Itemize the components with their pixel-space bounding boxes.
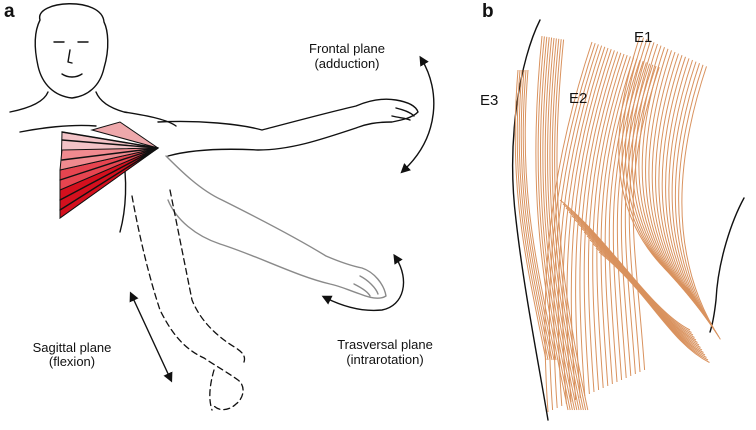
tape-e3-strip	[522, 69, 555, 361]
tape-e2-strip	[556, 39, 589, 411]
tape-e3-strip	[520, 69, 553, 361]
tape-e1-strip	[583, 52, 622, 395]
tape-e3-strip	[518, 69, 551, 361]
tape-e1-strip	[624, 64, 654, 375]
tape-e2	[535, 35, 589, 411]
tape-e1-strip	[587, 53, 625, 393]
tape-e1-strip	[668, 59, 715, 330]
trasversal-arrow	[321, 253, 405, 312]
tape-e2-strip	[539, 36, 573, 411]
panel-letter-b: b	[482, 1, 494, 22]
trasversal-caption-line2: (intrarotation)	[346, 352, 423, 367]
tape-label-e2: E2	[569, 90, 587, 107]
tape-e1-strip	[648, 50, 705, 314]
tape-e1-strip	[598, 251, 710, 363]
tape-e1-strip	[665, 58, 713, 327]
tape-e3	[514, 69, 557, 361]
tape-e1-strip	[681, 66, 721, 340]
head	[34, 3, 109, 99]
tape-e3-strip	[524, 69, 557, 361]
trasversal-caption-line1: Trasversal plane	[337, 337, 433, 352]
frontal-arrow	[400, 55, 435, 174]
tape-e1-strip	[600, 57, 635, 387]
tape-e1-strip	[661, 56, 712, 325]
tape-e2-strip	[551, 38, 584, 411]
tape-e2-strip	[554, 39, 587, 411]
tape-e1-strip	[562, 46, 606, 405]
tape-e1	[544, 35, 721, 413]
tape-e2-strip	[544, 37, 578, 411]
frontal-caption-line1: Frontal plane	[309, 41, 385, 56]
tape-label-e3: E3	[480, 92, 498, 109]
sagittal-caption-line1: Sagittal plane	[33, 340, 112, 355]
tape-e2-strip	[549, 38, 582, 411]
sagittal-caption-line2: (flexion)	[49, 354, 95, 369]
tape-e1-strip	[678, 64, 720, 338]
tape-e1-strip	[596, 56, 631, 389]
tape-e1-strip	[548, 43, 596, 411]
tape-e1-strip	[674, 63, 718, 335]
tape-e1-strip	[655, 53, 708, 319]
tape-e1-strip	[604, 58, 638, 385]
tape-label-e1: E1	[634, 29, 652, 46]
tape-e1-strip	[658, 55, 710, 322]
tape-e1-strip	[651, 51, 707, 317]
arm-flexed-dashed	[131, 189, 246, 411]
tape-e3-strip	[514, 69, 547, 361]
arm-abducted	[157, 98, 419, 157]
tape-e2-strip	[542, 37, 576, 411]
tape-e1-strip	[579, 51, 619, 397]
tape-e1-strip	[592, 55, 628, 391]
tape-e2-strip	[547, 37, 580, 411]
panel-letter-a: a	[4, 1, 15, 22]
frontal-caption-line2: (adduction)	[314, 56, 379, 71]
pectoralis-muscle	[59, 121, 160, 219]
sagittal-arrow	[129, 291, 173, 383]
torso-silhouette	[512, 19, 745, 421]
arm-rotated	[165, 155, 387, 299]
tape-e1-strip	[620, 63, 651, 377]
tape-e3-strip	[516, 69, 549, 361]
tape-e1-strip	[566, 47, 609, 403]
tape-e2-strip	[535, 35, 569, 411]
tape-e2-strip	[537, 36, 571, 411]
tape-e1-strip	[671, 61, 717, 332]
tape-e1-strip	[645, 48, 704, 312]
